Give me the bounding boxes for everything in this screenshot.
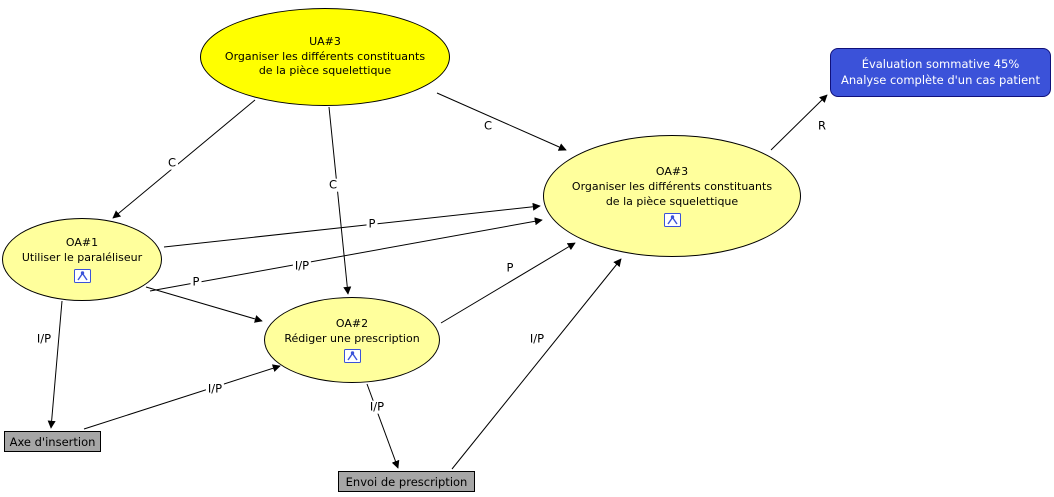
link-line-ua3-oa1 (112, 99, 256, 219)
link-line-axe-oa2 (83, 364, 281, 430)
link-label-axe-oa2: I/P (205, 381, 225, 396)
link-label-ua3-oa1: C (165, 155, 179, 170)
link-line-oa1-axe (47, 300, 63, 429)
node-evaluation-line2: Analyse complète d'un cas patient (841, 72, 1040, 87)
node-ua3-line1: Organiser les différents constituants (224, 49, 426, 63)
link-line-oa3-evaluation (770, 94, 828, 151)
link-line-envoi-oa3 (451, 258, 622, 470)
link-label-oa1-oa3-ip: I/P (292, 258, 312, 273)
tools-icon (343, 349, 361, 364)
link-label-oa2-envoi: I/P (367, 399, 387, 414)
link-label-ua3-oa2: C (326, 177, 340, 192)
node-oa2[interactable]: OA#2 Rédiger une prescription (264, 297, 440, 383)
node-envoi-label: Envoi de prescription (345, 474, 468, 489)
node-oa2-line1: Rédiger une prescription (284, 331, 420, 345)
link-label-oa2-oa3: P (504, 260, 516, 275)
link-label-oa1-axe: I/P (34, 331, 54, 346)
link-label-oa1-oa2: P (190, 274, 202, 289)
node-oa1-line1: Utiliser le paraléliseur (21, 251, 143, 264)
node-ua3[interactable]: UA#3 Organiser les différents constituan… (200, 8, 450, 106)
node-oa3-line1: Organiser les différents constituants (571, 180, 773, 194)
node-axe-label: Axe d'insertion (9, 434, 96, 449)
node-axe-insertion[interactable]: Axe d'insertion (4, 431, 101, 452)
link-label-oa1-oa3-p: P (366, 216, 378, 231)
node-evaluation-line1: Évaluation sommative 45% (861, 56, 1020, 71)
node-oa2-title: OA#2 (335, 316, 369, 330)
node-oa1-title: OA#1 (65, 236, 99, 250)
node-ua3-title: UA#3 (309, 34, 341, 48)
node-oa3-title: OA#3 (655, 165, 689, 179)
node-ua3-line2: de la pièce squelettique (258, 64, 392, 78)
link-line-ua3-oa2 (328, 106, 352, 295)
tools-icon (73, 268, 91, 283)
node-envoi-prescription[interactable]: Envoi de prescription (338, 471, 475, 492)
node-oa3-line2: de la pièce squelettique (605, 194, 739, 208)
link-label-ua3-oa3: C (481, 118, 495, 133)
tools-icon (663, 212, 681, 227)
link-line-oa1-oa3-ip (149, 217, 543, 292)
link-line-oa2-oa3 (440, 242, 576, 324)
link-line-oa1-oa3-p (163, 202, 541, 248)
link-label-envoi-oa3: I/P (527, 331, 547, 346)
node-oa1[interactable]: OA#1 Utiliser le paraléliseur (2, 218, 162, 301)
link-line-oa2-envoi (366, 383, 400, 469)
link-line-ua3-oa3 (436, 92, 567, 151)
link-label-oa3-evaluation: R (816, 118, 828, 133)
link-line-oa1-oa2 (145, 286, 263, 323)
node-evaluation[interactable]: Évaluation sommative 45% Analyse complèt… (830, 48, 1051, 97)
node-oa3[interactable]: OA#3 Organiser les différents constituan… (543, 135, 801, 257)
